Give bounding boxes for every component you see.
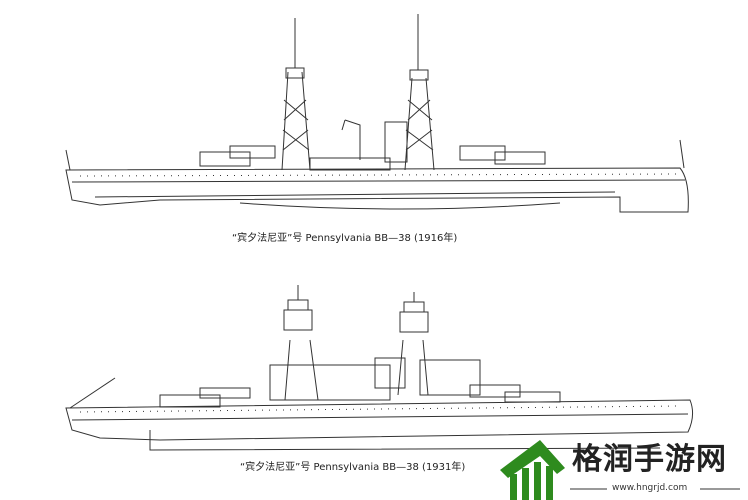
watermark-logo <box>500 440 565 500</box>
caption-1916: “宾夕法尼亚”号 Pennsylvania BB—38 (1916年) <box>232 233 458 244</box>
watermark-url: www.hngrjd.com <box>612 483 688 493</box>
watermark-title: 格润手游网 <box>572 442 727 477</box>
ship-1916-drawing <box>65 14 689 213</box>
caption-1931: “宾夕法尼亚”号 Pennsylvania BB—38 (1931年) <box>240 462 466 473</box>
ship-1931-drawing <box>65 285 694 451</box>
